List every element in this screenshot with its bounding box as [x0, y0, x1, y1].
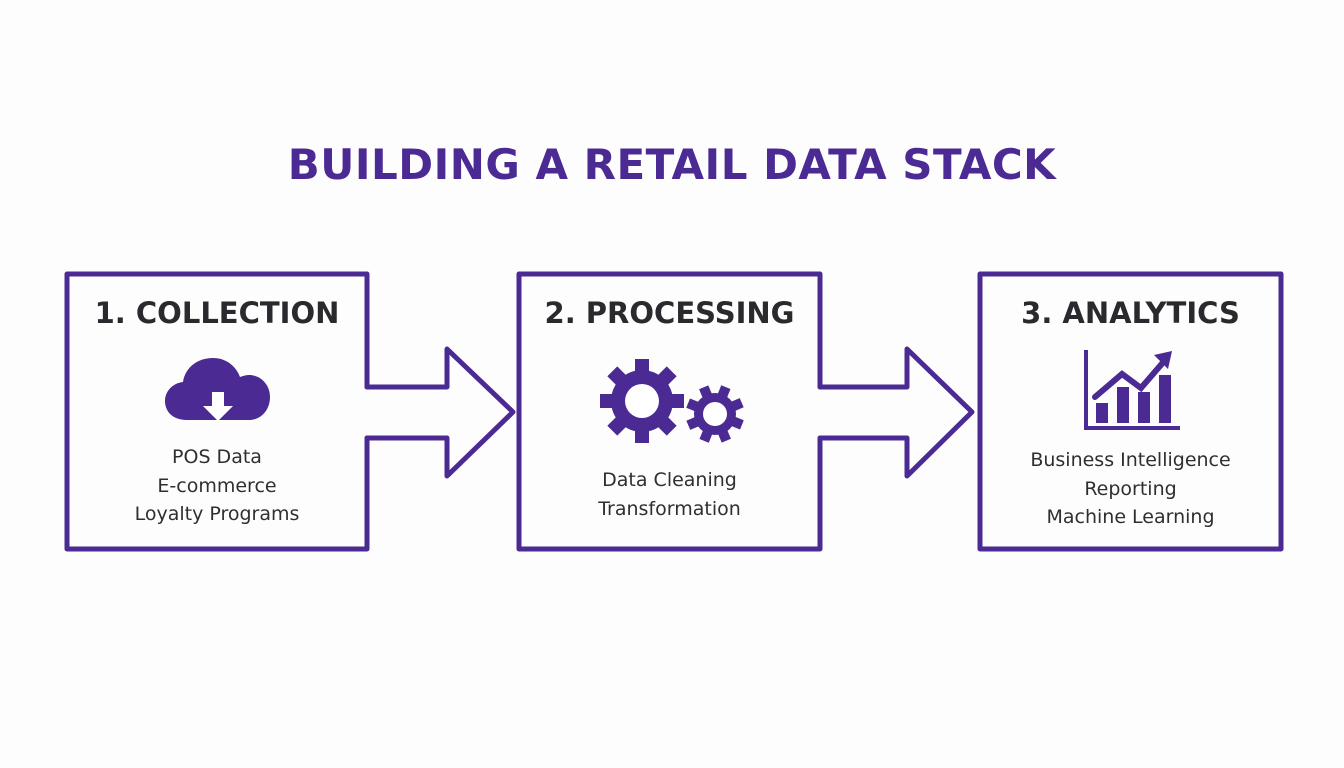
- stage-items-collection: POS Data E-commerce Loyalty Programs: [67, 443, 367, 529]
- stage-box-analytics: [977, 271, 1284, 552]
- stage-item: E-commerce: [157, 474, 277, 497]
- stage-box-processing: [516, 271, 823, 552]
- stage-box-collection: [64, 271, 370, 552]
- stage-item: Transformation: [598, 497, 741, 520]
- stage-item: Machine Learning: [1046, 506, 1215, 528]
- gears-icon: [600, 359, 744, 443]
- bar-chart-growth-icon: [1084, 350, 1180, 430]
- stage-item: Data Cleaning: [602, 469, 737, 491]
- stage-items-analytics: Business Intelligence Reporting Machine …: [980, 446, 1281, 532]
- diagram-title: BUILDING A RETAIL DATA STACK: [287, 140, 1057, 189]
- stage-item: Loyalty Programs: [134, 503, 300, 525]
- stage-items-processing: Data Cleaning Transformation: [519, 466, 820, 523]
- arrow-right-icon: [817, 346, 975, 479]
- stage-item: Business Intelligence: [1030, 449, 1231, 471]
- stage-item: POS Data: [172, 446, 262, 468]
- stage-title-analytics: 3. ANALYTICS: [1021, 296, 1240, 330]
- stage-title-collection: 1. COLLECTION: [94, 296, 340, 330]
- cloud-download-icon: [165, 358, 270, 421]
- stage-item: Reporting: [1084, 477, 1177, 500]
- arrow-right-icon: [364, 346, 516, 479]
- stage-title-processing: 2. PROCESSING: [544, 296, 795, 330]
